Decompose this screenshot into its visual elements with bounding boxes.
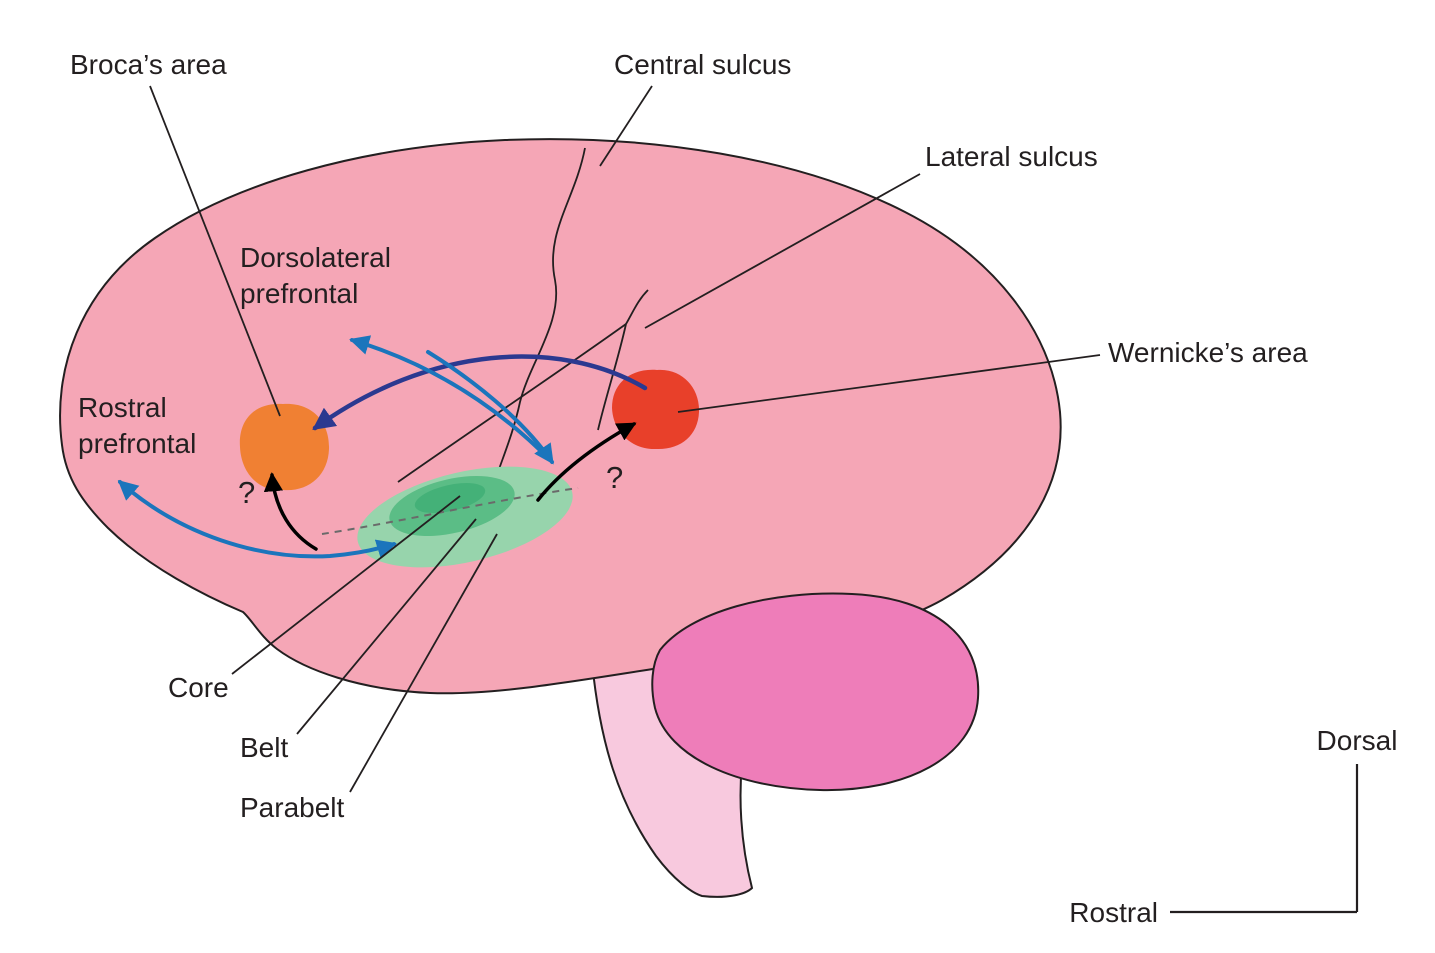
- leader-belt: [296, 518, 477, 735]
- brocas-area-region: [239, 403, 330, 491]
- label-rostral-prefrontal-line2: prefrontal: [78, 428, 196, 459]
- label-parabelt: Parabelt: [240, 792, 345, 823]
- label-lateral-sulcus: Lateral sulcus: [925, 141, 1098, 172]
- label-central-sulcus: Central sulcus: [614, 49, 791, 80]
- question-mark-left: ?: [238, 475, 255, 510]
- orientation-legend: Dorsal Rostral: [1069, 725, 1397, 928]
- arrow-auditory-to-rostral-prefrontal: [117, 480, 397, 559]
- question-mark-right: ?: [606, 460, 623, 495]
- label-dorsolateral-line2: prefrontal: [240, 278, 358, 309]
- wernickes-area-region: [612, 369, 700, 450]
- lateral-sulcus-line: [397, 323, 627, 483]
- label-brocas-area: Broca’s area: [70, 49, 227, 80]
- cerebellum: [651, 592, 980, 792]
- arrow-question-to-broca: [263, 472, 318, 551]
- cortical-regions: [239, 369, 700, 568]
- leader-brocas-area: [149, 85, 281, 417]
- central-sulcus-line: [497, 147, 586, 473]
- leader-lateral-sulcus: [644, 173, 921, 329]
- arrow-wernicke-to-broca: [312, 354, 648, 431]
- label-dorsal: Dorsal: [1317, 725, 1398, 756]
- label-core: Core: [168, 672, 229, 703]
- leader-lines: [149, 85, 1101, 793]
- lateral-sulcus-branch-up: [625, 289, 649, 325]
- leader-parabelt: [349, 533, 498, 793]
- label-wernickes-area: Wernicke’s area: [1108, 337, 1308, 368]
- core-region: [414, 482, 486, 514]
- label-rostral-prefrontal-line1: Rostral: [78, 392, 167, 423]
- label-dorsolateral-line1: Dorsolateral: [240, 242, 391, 273]
- arrow-dorsolateral-to-auditory: [426, 350, 554, 465]
- leader-core: [231, 495, 461, 675]
- leader-central-sulcus: [599, 85, 653, 167]
- label-belt: Belt: [240, 732, 288, 763]
- text-labels: Broca’s area Central sulcus Lateral sulc…: [70, 49, 1308, 823]
- label-rostral: Rostral: [1069, 897, 1158, 928]
- lateral-sulcus-branch-down: [597, 323, 627, 431]
- pathway-arrows: [117, 335, 648, 559]
- leader-wernickes-area: [677, 354, 1101, 413]
- arrow-question-to-wernicke: [536, 422, 637, 502]
- arrow-auditory-to-dorsolateral: [349, 335, 550, 460]
